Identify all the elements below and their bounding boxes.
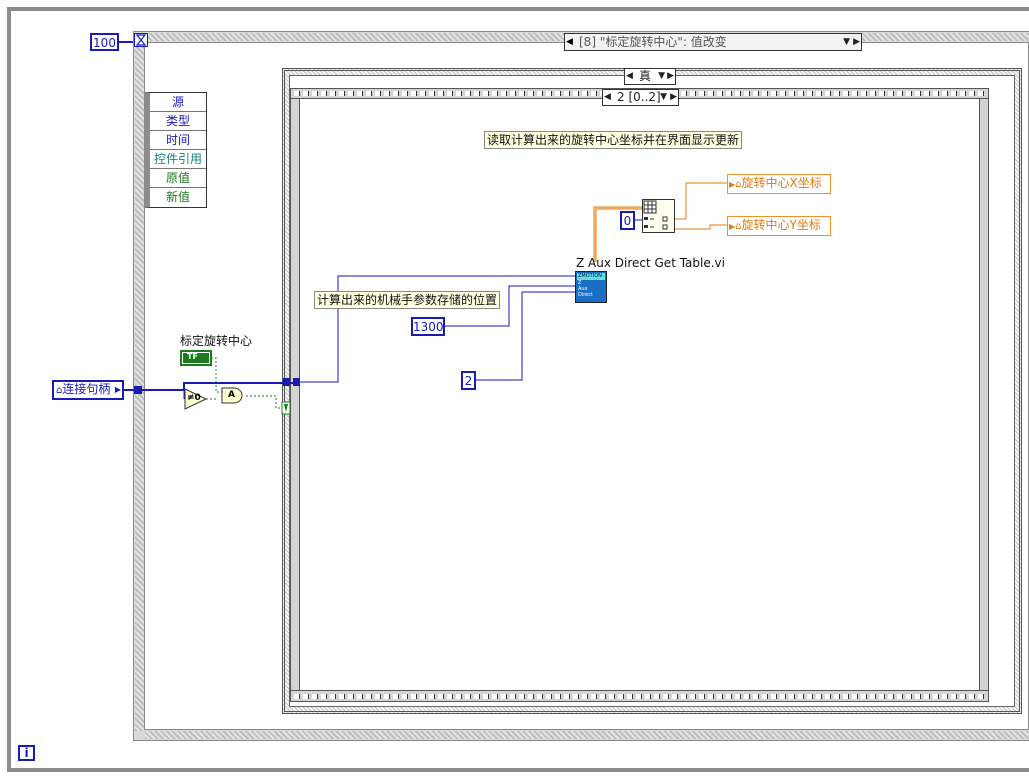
subvi-label: Z Aux Direct Get Table.vi	[576, 256, 725, 270]
index-array-node[interactable]	[642, 199, 675, 233]
event-data-node[interactable]: 源类型时间控件引用原值新值	[145, 92, 207, 208]
and-gate-node[interactable]: A	[221, 387, 247, 404]
subvi-icon-line-4: Direct	[578, 292, 593, 298]
event-data-item[interactable]: 控件引用	[150, 150, 206, 169]
case-selector-increment-icon[interactable]: ▶	[667, 71, 674, 81]
iteration-letter: i	[24, 746, 29, 760]
count-constant[interactable]: 2	[461, 371, 476, 390]
read-update-comment: 读取计算出来的旋转中心坐标并在界面显示更新	[484, 131, 743, 149]
rotation-center-y-label: 旋转中心Y坐标	[741, 218, 821, 232]
index-constant[interactable]: 0	[620, 211, 635, 230]
event-structure-bottom-band	[145, 731, 1029, 739]
z-aux-direct-get-table-subvi[interactable]: ZMOTION Z Aux Direct	[575, 271, 607, 303]
not-equal-zero-label: ≠0	[187, 393, 201, 403]
case-selector-dropdown-icon[interactable]: ▼	[658, 71, 665, 81]
rotation-center-x-indicator[interactable]: ▶⌂旋转中心X坐标	[727, 174, 831, 194]
sequence-selector-dropdown-icon[interactable]: ▼	[660, 92, 667, 102]
home-icon: ⌂	[56, 385, 63, 396]
start-position-constant[interactable]: 1300	[411, 317, 445, 336]
sequence-selector-label: 2 [0..2]	[617, 90, 661, 104]
position-comment: 计算出来的机械手参数存储的位置	[314, 291, 501, 309]
case-selector-label: 真	[639, 69, 652, 83]
calibrate-terminal-label: 标定旋转中心	[180, 334, 253, 348]
event-selector-increment-icon[interactable]: ▶	[853, 37, 860, 47]
subvi-icon-line-3: Aux	[578, 286, 588, 292]
sequence-content	[301, 100, 978, 689]
for-loop-frame[interactable]	[7, 7, 1029, 772]
input-arrow-icon: ▶	[729, 222, 736, 231]
subvi-icon-line-2: Z	[578, 280, 582, 286]
input-arrow-icon: ▶	[729, 180, 736, 189]
case-selector[interactable]: ◀ 真 ▼ ▶	[624, 68, 676, 85]
timeout-hourglass-icon[interactable]	[134, 33, 148, 47]
event-data-item[interactable]: 类型	[150, 112, 206, 131]
iteration-terminal-icon[interactable]: i	[18, 745, 35, 761]
loop-count-constant[interactable]: 100	[90, 33, 119, 51]
connection-handle-control[interactable]: ⌂连接句柄 ▶	[52, 380, 124, 400]
subvi-icon-line-1: ZMOTION	[578, 273, 602, 279]
sequence-selector-increment-icon[interactable]: ▶	[670, 92, 677, 102]
and-gate-label: A	[228, 390, 235, 400]
home-icon: ⌂	[735, 221, 742, 232]
event-data-item[interactable]: 源	[150, 93, 206, 112]
not-equal-zero-node[interactable]: ≠0	[184, 388, 208, 410]
loop-count-wire	[119, 41, 135, 43]
event-structure-left-band	[135, 43, 144, 731]
event-selector-decrement-icon[interactable]: ◀	[566, 37, 573, 47]
sequence-film-bottom	[291, 690, 988, 701]
home-icon: ⌂	[735, 179, 742, 190]
event-data-item[interactable]: 时间	[150, 131, 206, 150]
case-selector-decrement-icon[interactable]: ◀	[626, 71, 633, 81]
event-data-item[interactable]: 新值	[165, 190, 190, 204]
event-data-items: 源类型时间控件引用原值新值	[150, 93, 206, 207]
event-data-item[interactable]: 原值	[150, 169, 206, 188]
bool-terminal-text: TF	[187, 352, 198, 361]
rotation-center-x-label: 旋转中心X坐标	[741, 176, 822, 190]
rotation-center-y-indicator[interactable]: ▶⌂旋转中心Y坐标	[727, 216, 831, 236]
event-selector-dropdown-icon[interactable]: ▼	[843, 37, 850, 47]
sequence-film-left	[291, 99, 300, 690]
sequence-film-right	[979, 99, 988, 690]
sequence-selector-decrement-icon[interactable]: ◀	[604, 92, 611, 102]
event-selector-label: [8] "标定旋转中心": 值改变	[579, 35, 727, 49]
event-selector[interactable]: ◀ [8] "标定旋转中心": 值改变 ▼ ▶	[564, 33, 862, 51]
connection-handle-label: 连接句柄	[62, 382, 111, 396]
calibrate-boolean-terminal[interactable]: TF	[180, 350, 212, 366]
sequence-selector[interactable]: ◀ 2 [0..2] ▼ ▶	[602, 89, 679, 106]
output-arrow-icon: ▶	[114, 385, 121, 394]
